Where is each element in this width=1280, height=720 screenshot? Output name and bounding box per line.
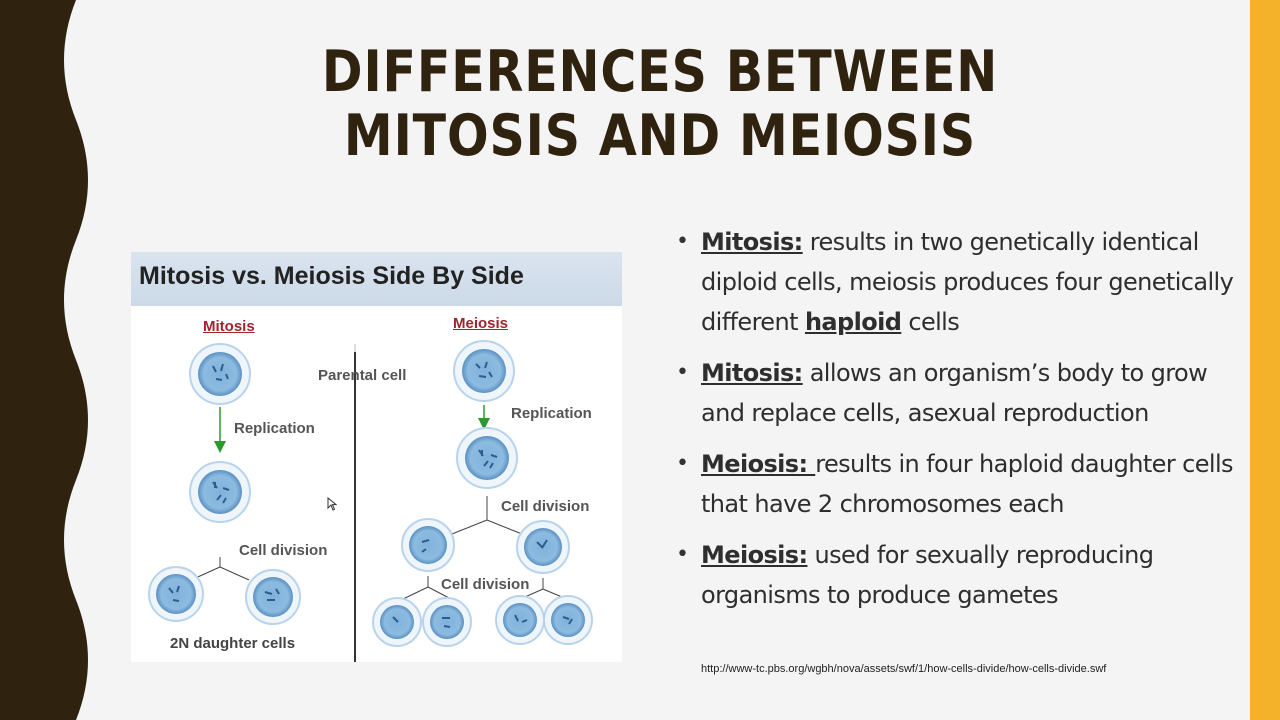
bullet-item-1: • Mitosis: results in two genetically id…: [676, 222, 1236, 342]
mitosis-meiosis-figure: Mitosis vs. Meiosis Side By Side: [131, 252, 622, 662]
bullet-item-3: • Meiosis: results in four haploid daugh…: [676, 444, 1236, 524]
cell-diagram: [148, 340, 593, 647]
title-line-1: DIFFERENCES BETWEEN: [321, 39, 999, 105]
daughter-cells-label: 2N daughter cells: [170, 635, 296, 652]
title-line-2: MITOSIS AND MEIOSIS: [343, 103, 977, 169]
bullet-item-2: • Mitosis: allows an organism’s body to …: [676, 353, 1236, 433]
bullet-text: used for sexually reproducing organisms …: [701, 541, 1154, 609]
source-url-link[interactable]: http://www-tc.pbs.org/wgbh/nova/assets/s…: [701, 663, 1107, 675]
right-accent-bar: [1250, 0, 1280, 720]
bullet-text: results in four haploid daughter cells t…: [701, 450, 1234, 518]
bullet-dot-icon: •: [676, 229, 689, 254]
bullet-term: Meiosis:: [701, 450, 816, 478]
mitosis-column-label: Mitosis: [203, 318, 255, 335]
mitosis-division-arrows: [190, 557, 250, 581]
divider-top: [354, 344, 356, 356]
mitosis-replicated-cell: [189, 461, 251, 523]
mitosis-daughter-cell-2: [245, 569, 301, 625]
mitosis-parent-cell: [189, 343, 251, 405]
bullet-term: Mitosis:: [701, 228, 803, 256]
meiosis-column-label: Meiosis: [453, 315, 509, 332]
mitosis-daughter-cell-1: [148, 566, 204, 622]
bullet-dot-icon: •: [676, 451, 689, 476]
meiosis-replication-label: Replication: [511, 405, 592, 422]
mitosis-replication-label: Replication: [234, 420, 315, 437]
mouse-pointer-icon: [327, 497, 337, 511]
meiosis-final-cell-4: [543, 595, 593, 645]
bullet-term: Mitosis:: [701, 359, 803, 387]
mitosis-cell-division-label: Cell division: [239, 542, 328, 559]
bullet-text: results in two genetically identical dip…: [701, 228, 1234, 336]
bullet-text-end: cells: [901, 308, 960, 336]
bullet-item-4: • Meiosis: used for sexually reproducing…: [676, 535, 1236, 615]
bullet-term: Meiosis:: [701, 541, 808, 569]
meiosis-cell-2b: [516, 520, 570, 574]
column-divider: [354, 352, 356, 662]
parental-cell-label: Parental cell: [318, 367, 407, 384]
bullet-term-haploid: haploid: [804, 308, 902, 336]
meiosis-cell-division-label-1: Cell division: [501, 498, 590, 515]
left-wave-band: [0, 0, 88, 720]
bullet-text: allows an organism’s body to grow and re…: [701, 359, 1208, 427]
meiosis-final-cell-1: [372, 597, 422, 647]
bullet-dot-icon: •: [676, 542, 689, 567]
meiosis-parent-cell: [453, 340, 515, 402]
meiosis-replicated-cell: [456, 427, 518, 489]
bullet-dot-icon: •: [676, 360, 689, 385]
meiosis-cell-division-label-2: Cell division: [441, 576, 530, 593]
meiosis-cell-2a: [401, 518, 455, 572]
slide-title: DIFFERENCES BETWEEN MITOSIS AND MEIOSIS: [230, 40, 1090, 168]
figure-header: [131, 252, 622, 306]
bullet-list: • Mitosis: results in two genetically id…: [676, 222, 1236, 626]
meiosis-final-cell-3: [495, 595, 545, 645]
meiosis-final-cell-2: [422, 597, 472, 647]
figure-title: Mitosis vs. Meiosis Side By Side: [139, 262, 524, 290]
